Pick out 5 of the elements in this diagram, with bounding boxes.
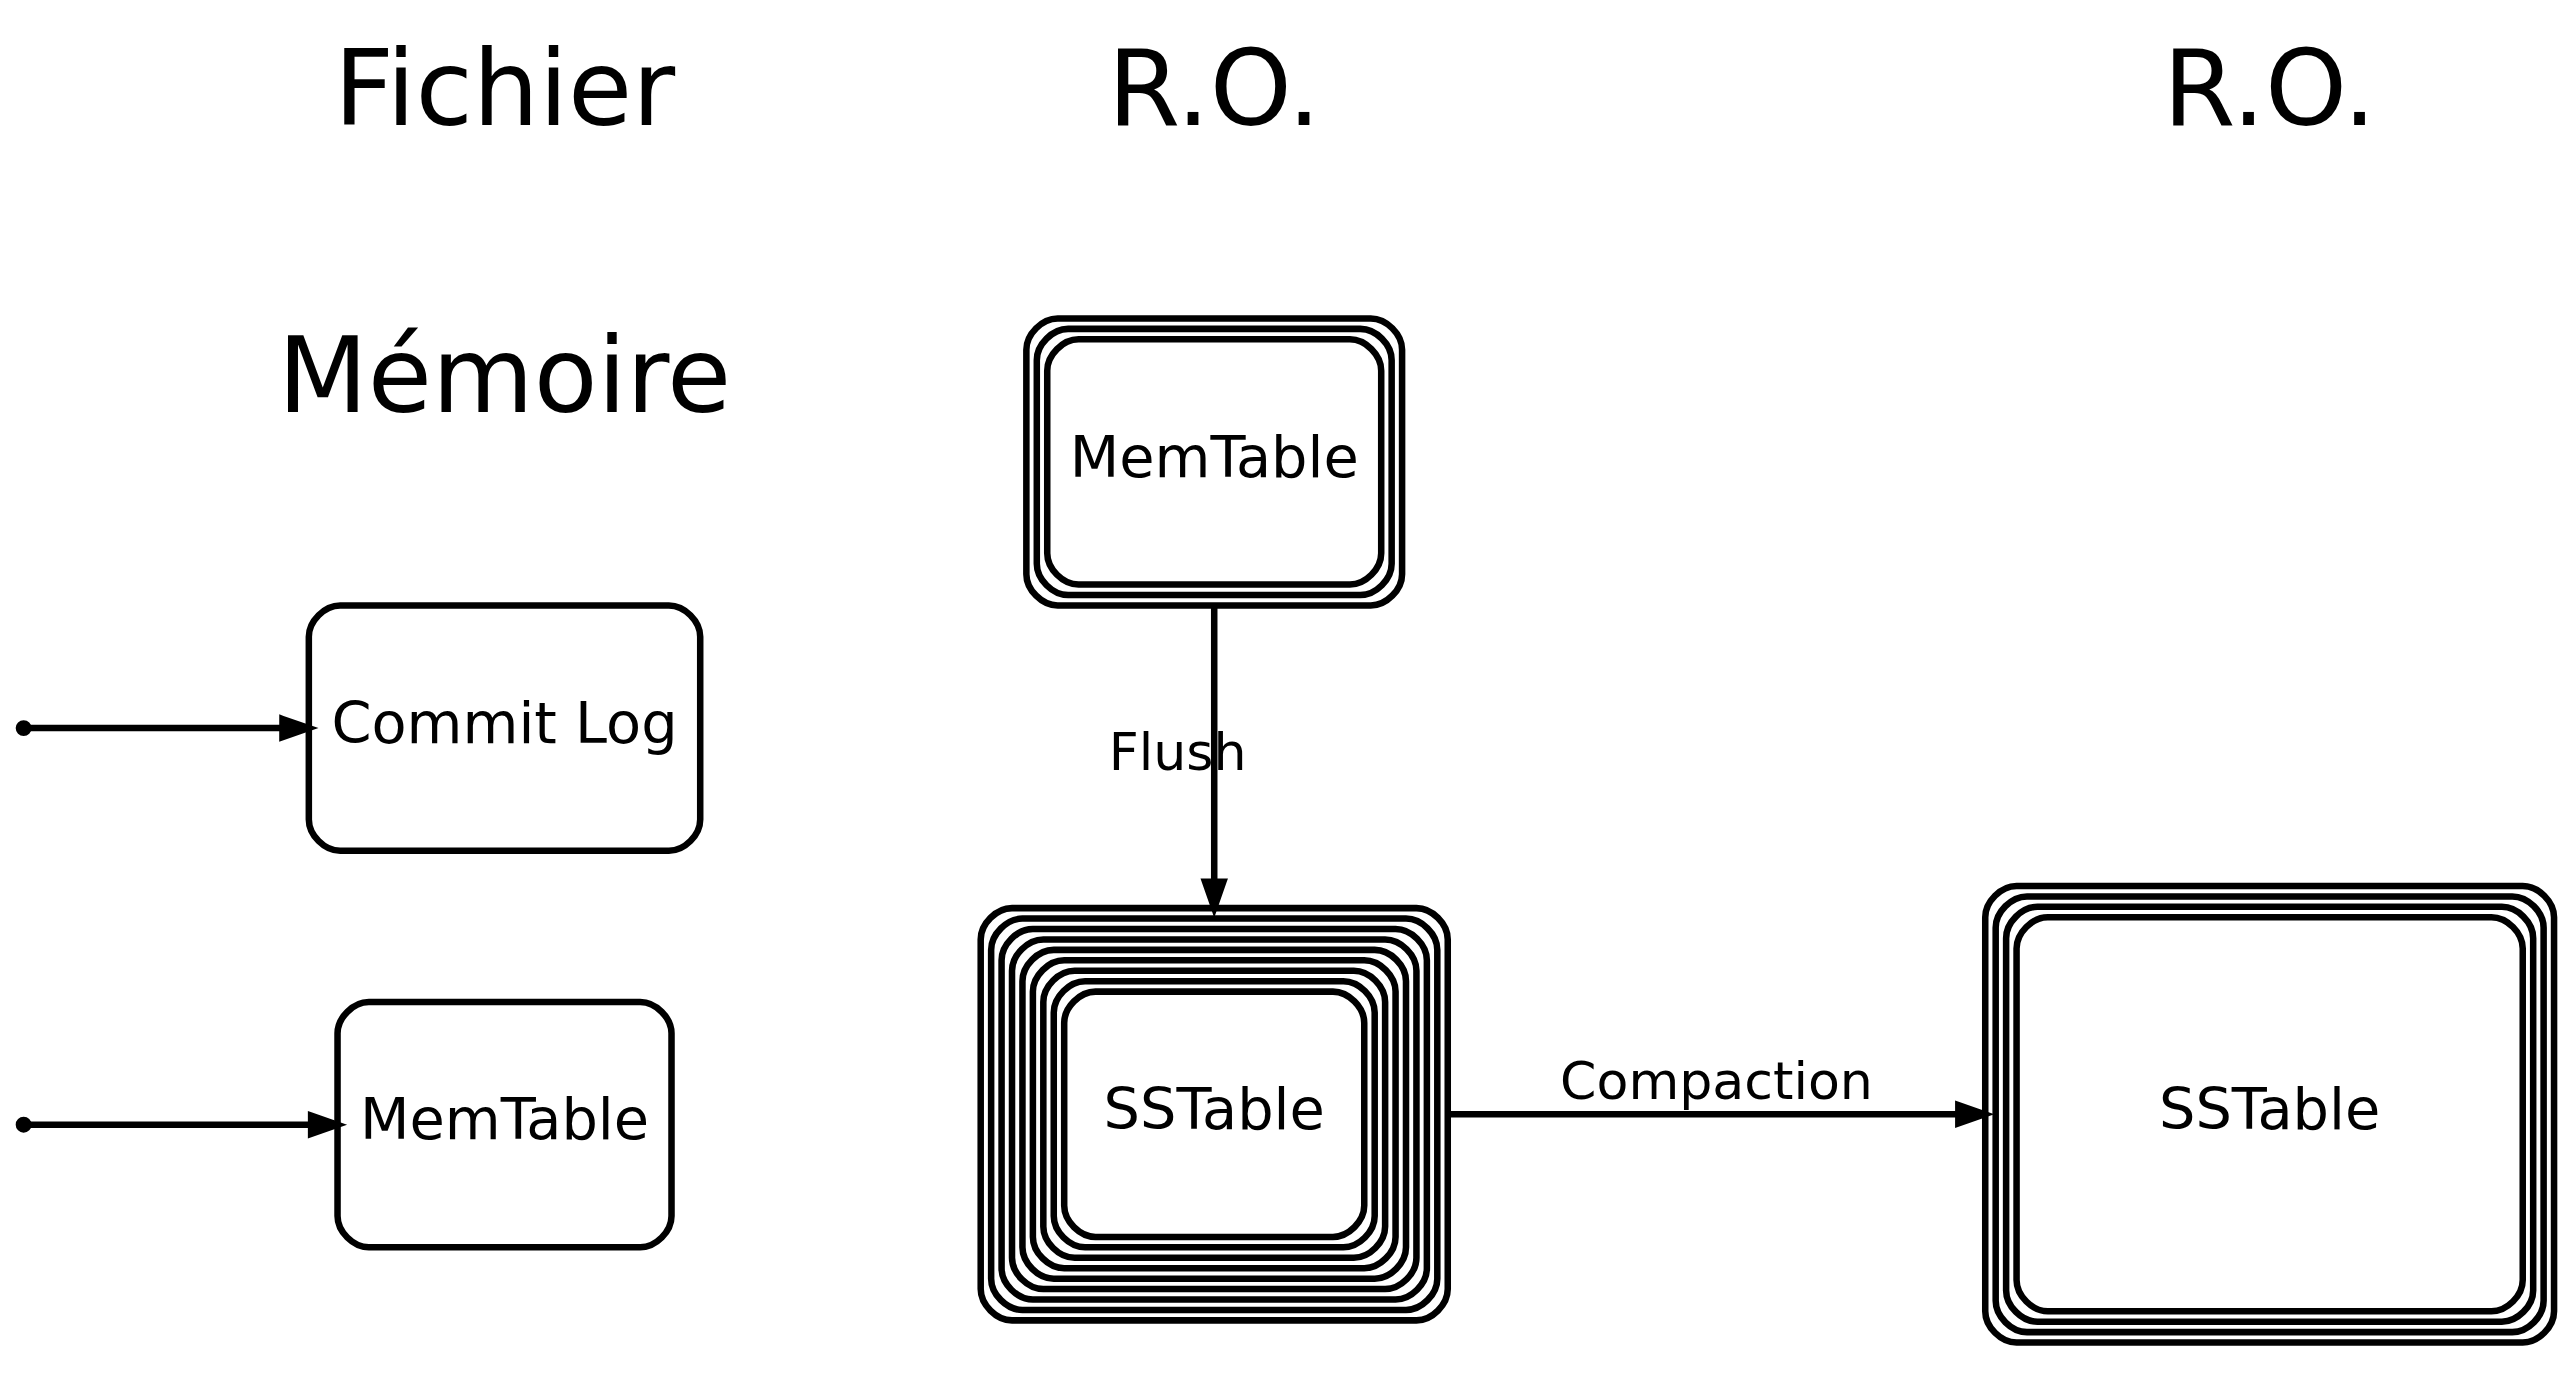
label: Mémoire (277, 314, 732, 437)
label: R.O. (2163, 27, 2377, 150)
label: Fichier (333, 27, 676, 150)
edge-label: Compaction (1560, 1050, 1873, 1111)
label: R.O. (1107, 27, 1321, 150)
